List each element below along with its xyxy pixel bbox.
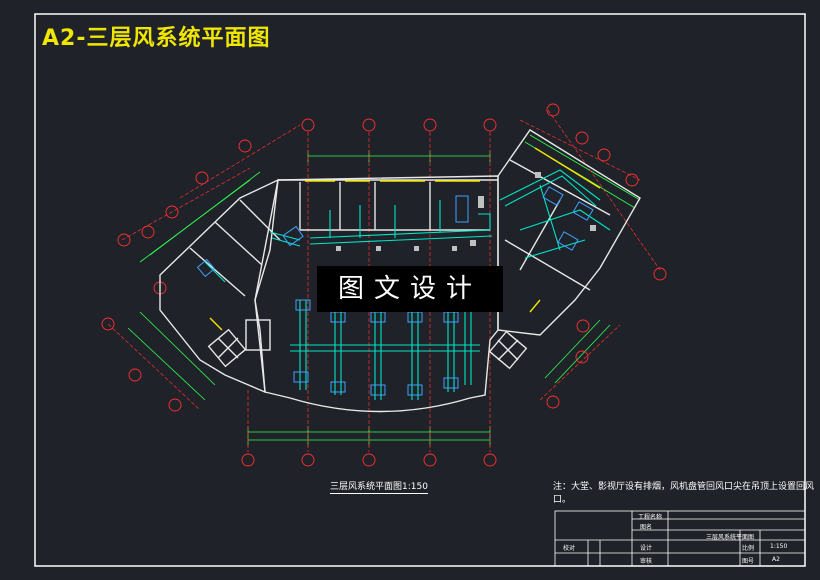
plan-caption: 三层风系统平面图1:150 xyxy=(330,479,428,494)
title-block-checker-label: 审核 xyxy=(640,558,653,565)
title-block-drawing-label: 图名 xyxy=(640,524,653,531)
title-block-scale-value: 1:150 xyxy=(770,543,788,550)
title-block-scale-label: 比例 xyxy=(742,545,755,552)
title-block-project-label: 工程名称 xyxy=(638,514,663,521)
drawing-frame xyxy=(34,13,806,567)
title-block-designer-label: 设计 xyxy=(640,545,653,552)
equipment-marks xyxy=(336,172,596,251)
title-block-sheet-label: 图号 xyxy=(742,558,755,565)
watermark-label: 图文设计 xyxy=(317,266,503,312)
partition-walls xyxy=(209,147,601,331)
building-walls xyxy=(159,129,641,413)
title-block xyxy=(554,510,806,567)
design-note: 注：大堂、影视厅设有排烟，风机盘管回风口尖在吊顶上设置回风口。 xyxy=(553,482,815,505)
drawing-title: A2-三层风系统平面图 xyxy=(42,26,271,51)
title-block-drawing-name: 三层风系统平面图 xyxy=(706,534,755,541)
grid-bubbles xyxy=(101,103,667,467)
title-block-reviewer-label: 校对 xyxy=(563,545,576,552)
fan-coil-units xyxy=(196,186,594,396)
title-block-sheet-value: A2 xyxy=(772,556,780,563)
